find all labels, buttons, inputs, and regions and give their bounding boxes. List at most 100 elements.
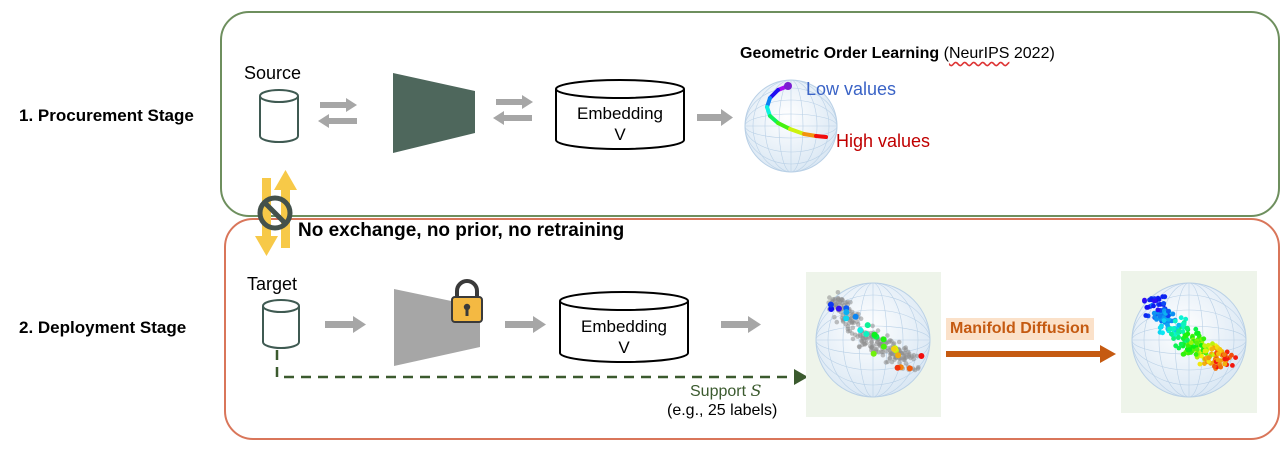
diffused-point (1233, 355, 1238, 360)
diffused-point (1212, 363, 1217, 369)
unlabeled-point (839, 296, 845, 302)
support-example: (e.g., 25 labels) (667, 402, 778, 419)
unlabeled-point (902, 357, 907, 362)
unlabeled-point (862, 341, 867, 347)
unlabeled-point (849, 331, 855, 336)
diffused-point (1199, 353, 1204, 359)
diffused-point (1185, 337, 1190, 343)
diffused-point (1218, 364, 1224, 370)
manifold-diffusion-label: Manifold Diffusion (946, 318, 1094, 340)
unlabeled-point (856, 344, 862, 349)
diffused-point (1206, 359, 1212, 364)
diffused-point (1173, 343, 1179, 349)
diffused-point (1188, 340, 1194, 346)
unlabeled-point (835, 290, 841, 295)
labeled-support-point (852, 313, 859, 320)
diffused-point (1171, 336, 1176, 341)
diffused-point (1203, 348, 1209, 354)
diffused-point (1178, 341, 1184, 347)
embedding-symbol-stage1: V (614, 125, 626, 144)
diffused-point (1142, 297, 1147, 303)
embedding-title-stage1: Embedding (576, 104, 663, 123)
diffused-point (1166, 316, 1171, 322)
diffused-point (1230, 363, 1235, 368)
gol-order-curve (765, 82, 828, 139)
prohibition-icon (257, 195, 293, 231)
diffused-point (1176, 322, 1182, 328)
unlabeled-point (887, 356, 893, 361)
unlabeled-point (869, 340, 874, 346)
unlabeled-point (836, 296, 841, 302)
target-database-icon (262, 299, 300, 349)
labeled-support-point (871, 331, 878, 338)
diffused-point (1162, 294, 1168, 300)
gol-title-main: Geometric Order Learning (740, 45, 940, 62)
labeled-support-point (843, 315, 850, 322)
unlabeled-point (833, 302, 839, 308)
unlabeled-point (906, 353, 912, 358)
unlabeled-point (914, 353, 920, 359)
diffused-point (1170, 311, 1176, 317)
diffused-point (1171, 326, 1177, 331)
diffused-point (1157, 313, 1163, 319)
gol-curve-segment (814, 134, 828, 139)
embedding-label-stage2: Embedding V (560, 316, 688, 358)
procurement-stage-label: 1. Procurement Stage (19, 106, 194, 125)
gol-curve-start (784, 82, 792, 90)
diffused-point (1178, 315, 1184, 321)
unlabeled-point (903, 361, 909, 366)
unlabeled-point (887, 347, 893, 353)
unlabeled-point (875, 328, 881, 333)
gol-curve-segment (802, 132, 818, 138)
embedding-symbol-stage2: V (618, 338, 630, 357)
diffused-point (1157, 325, 1163, 331)
unlabeled-point (832, 314, 837, 320)
diffused-point (1193, 326, 1199, 332)
diffused-point (1145, 305, 1151, 310)
diffused-point (1216, 351, 1221, 357)
labeled-support-point (918, 353, 925, 359)
diffused-label-points (1142, 294, 1238, 371)
deployment-stage-box (224, 218, 1280, 440)
target-to-encoder-arrow (325, 316, 366, 333)
unlabeled-point (869, 345, 875, 350)
unlabeled-point (897, 360, 902, 366)
diffused-point (1215, 357, 1221, 363)
labeled-support-point (828, 306, 835, 312)
labeled-support-point (864, 322, 871, 329)
diffused-point (1172, 318, 1178, 324)
unlabeled-point (857, 331, 863, 337)
diffused-point (1194, 347, 1200, 352)
unlabeled-point (870, 323, 875, 329)
source-encoder-exchange-arrows (318, 98, 357, 128)
support-dashed-arrow (275, 350, 796, 379)
gol-curve-segment (776, 121, 792, 131)
encoder-to-embedding-arrow (505, 316, 546, 333)
manifold-diffusion-arrow (946, 345, 1116, 363)
procurement-stage-box (220, 11, 1280, 217)
diffused-point (1202, 343, 1207, 349)
labeled-support-point (880, 343, 887, 350)
diffused-point (1229, 352, 1234, 358)
labeled-support-point (863, 331, 870, 337)
unlabeled-point (850, 325, 856, 331)
diffused-point (1161, 318, 1167, 323)
diffused-point (1166, 309, 1171, 314)
embedding-to-sphere-arrow (697, 109, 733, 126)
labeled-support-point (835, 305, 842, 312)
labeled-support-point (895, 352, 902, 359)
support-symbol: S (750, 381, 762, 400)
diffused-point (1201, 336, 1207, 342)
diffused-point (1222, 361, 1228, 367)
deployment-stage-label: 2. Deployment Stage (19, 318, 187, 337)
constraint-text: No exchange, no prior, no retraining (298, 220, 625, 241)
unlabeled-point (834, 319, 840, 325)
labeled-support-point (906, 365, 913, 372)
unlabeled-point (902, 350, 907, 356)
unlabeled-point (885, 359, 890, 365)
lock-icon (451, 279, 483, 323)
unlabeled-point (858, 316, 864, 322)
diffused-point (1184, 325, 1190, 331)
low-values-label: Low values (806, 79, 897, 99)
labeled-support-point (857, 327, 864, 334)
